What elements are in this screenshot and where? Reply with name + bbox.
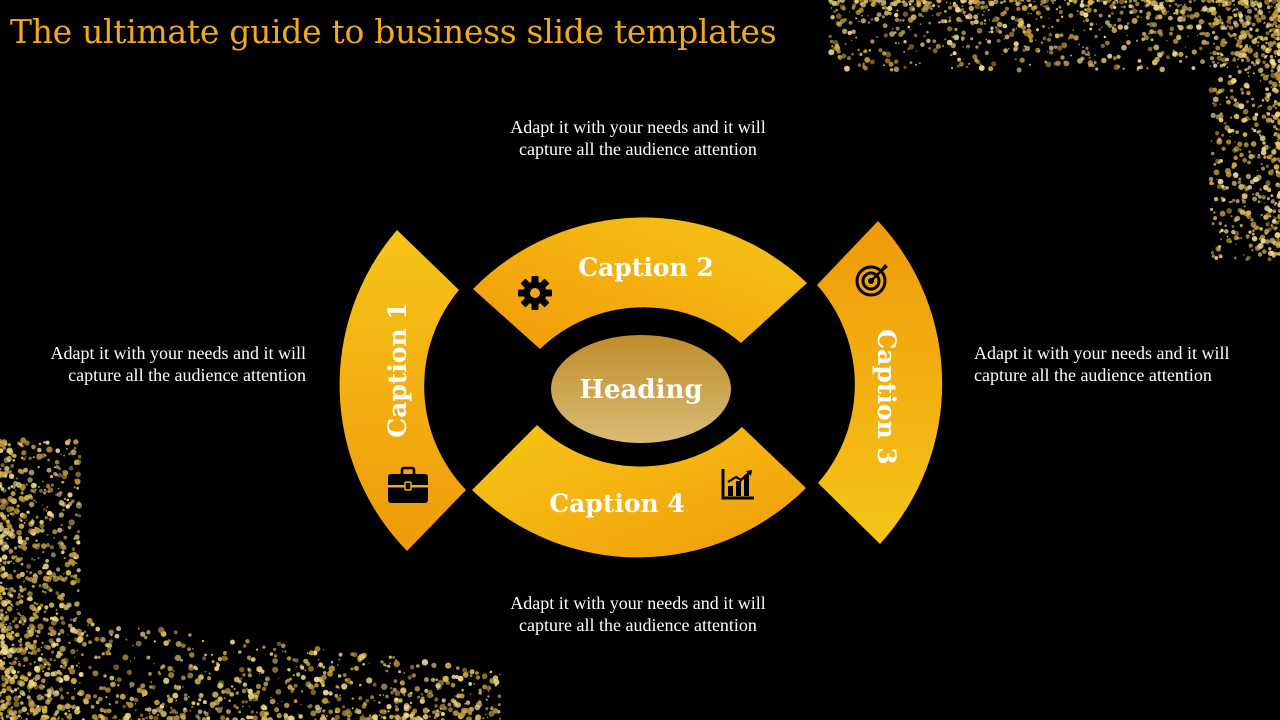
description-top: Adapt it with your needs and it will cap… [510, 117, 766, 159]
segment-caption-1[interactable]: Caption 1 [339, 230, 466, 551]
segment-caption-3[interactable]: Caption 3 [817, 221, 943, 544]
description-bottom: Adapt it with your needs and it will cap… [510, 593, 766, 635]
briefcase-icon [388, 466, 428, 503]
heading-label: Heading [579, 375, 702, 405]
description-left: Adapt it with your needs and it will cap… [50, 343, 306, 385]
caption-3-label: Caption 3 [872, 329, 901, 465]
description-right: Adapt it with your needs and it will cap… [974, 343, 1230, 385]
target-icon [855, 264, 888, 297]
segment-caption-2[interactable]: Caption 2 [473, 217, 807, 349]
slide-title: The ultimate guide to business slide tem… [10, 12, 777, 51]
segment-caption-4[interactable]: Caption 4 [472, 425, 806, 558]
caption-1-label: Caption 1 [383, 302, 412, 438]
caption-4-label: Caption 4 [549, 489, 685, 518]
bar-chart-icon [721, 469, 754, 500]
caption-2-label: Caption 2 [578, 253, 714, 282]
gear-icon [518, 276, 552, 310]
heading-ellipse[interactable]: Heading [551, 335, 731, 443]
